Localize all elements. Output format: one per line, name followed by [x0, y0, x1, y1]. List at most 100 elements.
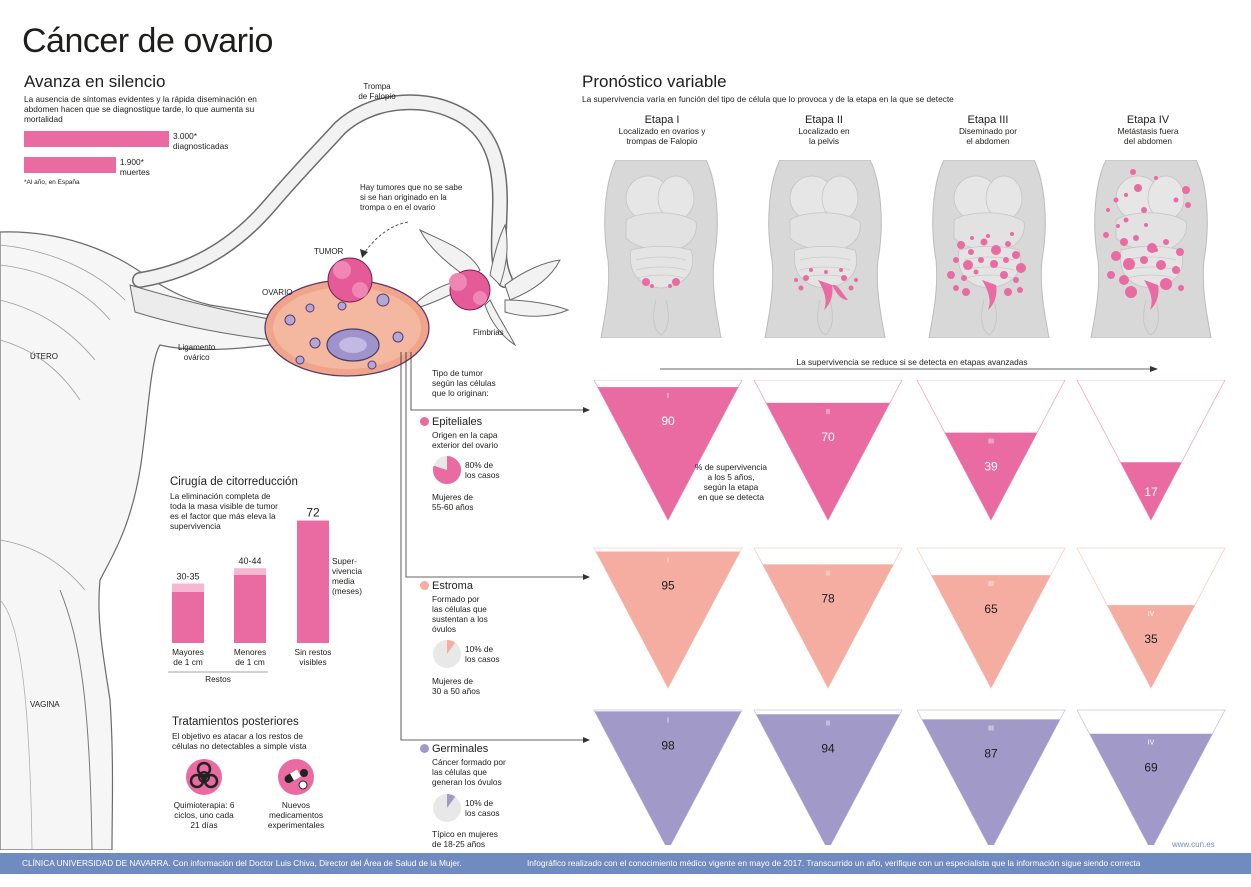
cirugia-bar [234, 575, 266, 643]
estroma-dot [420, 581, 429, 590]
stage-4-header: Etapa IV Metástasis fuera del abdomen [1084, 114, 1212, 146]
survival-value: 17 [1144, 485, 1158, 499]
type-estroma: Estroma [420, 580, 473, 592]
stage-roman: II [826, 409, 830, 416]
type-germinales: Germinales [420, 743, 488, 755]
pills-icon [278, 759, 314, 795]
survival-note-line: % de supervivencia [695, 462, 767, 472]
estroma-desc-line: óvulos [432, 624, 456, 634]
tratamientos-desc: El objetivo es atacar a los restos de cé… [172, 731, 307, 751]
website-link[interactable]: www.cun.es [1172, 840, 1215, 849]
survival-value: 65 [984, 602, 998, 616]
stage-4-title: Etapa IV [1126, 114, 1170, 126]
quimio-label-line: ciclos, uno cada [174, 810, 234, 820]
survival-value: 98 [661, 738, 675, 752]
survival-value: 39 [984, 460, 998, 474]
tumor-note-line: trompa o en el ovario [360, 203, 436, 212]
epiteliales-age-line: Mujeres de [432, 492, 474, 502]
estroma-pct-line: 10% de [465, 644, 494, 654]
cirugia-bar [172, 592, 204, 643]
tumor-note-line: si se han originado en la [360, 193, 447, 202]
estroma-name: Estroma [432, 580, 473, 592]
cirugia-desc: La eliminación completa de toda la masa … [170, 491, 310, 531]
estroma-desc: Formado por las células que sustentan a … [432, 594, 488, 634]
survival-triangle [762, 564, 894, 688]
estroma-pct: 10% de los casos [465, 644, 500, 664]
trompa-label: Trompa de Falopio [352, 82, 402, 102]
survival-value: 70 [821, 430, 835, 444]
quimio-label: Quimioterapia: 6 ciclos, uno cada 21 día… [164, 800, 244, 830]
muertes-label: muertes [119, 167, 150, 177]
epiteliales-age-line: 55-60 años [432, 502, 474, 512]
survival-triangle [595, 551, 741, 688]
stage-2-desc-line: la pelvis [809, 136, 839, 146]
cirugia-bar-value: 72 [306, 506, 320, 520]
anatomy-illustration [0, 94, 570, 850]
diagnosticadas-value: 3.000* [173, 131, 197, 141]
stage-roman: I [667, 393, 669, 400]
diagnosticadas-text: 3.000* diagnosticadas [173, 131, 228, 151]
stage-roman: IV [1148, 468, 1155, 475]
survival-value: 87 [984, 746, 998, 760]
stage-2-title: Etapa II [805, 114, 843, 126]
muertes-bar [24, 157, 116, 173]
germinales-pct-line: 10% de [465, 798, 494, 808]
epiteliales-pct: 80% de los casos [465, 460, 500, 480]
cirugia-bar-label: de 1 cm [235, 657, 265, 667]
survival-triangle [931, 575, 1051, 688]
stage-2-desc-line: Localizado en [798, 126, 850, 136]
survival-value: 90 [661, 414, 675, 428]
survival-triangle [597, 387, 739, 520]
silencio-desc-line: La ausencia de síntomas evidentes y la r… [24, 94, 257, 104]
epiteliales-desc-line: Origen en la capa [432, 430, 498, 440]
survival-triangle [594, 711, 742, 845]
restos-label: Restos [205, 674, 231, 684]
cirugia-ylabel-line: (meses) [332, 586, 362, 596]
footer-right: Infográfico realizado con el conocimient… [527, 858, 1141, 868]
stage-roman: IV [1148, 740, 1155, 747]
epiteliales-name: Epiteliales [432, 416, 483, 428]
stage-1-desc-line: trompas de Falopio [626, 136, 698, 146]
footnote: *Al año, en España [24, 179, 80, 186]
cirugia-heading: Cirugía de citorreducción [170, 476, 298, 488]
estroma-age-line: Mujeres de [432, 676, 474, 686]
silencio-desc-line: abdomen hacen que se diagnostique tarde,… [24, 104, 255, 114]
estroma-desc-line: Formado por [432, 594, 480, 604]
germinales-desc-line: las células que [432, 767, 487, 777]
cirugia-desc-line: es el factor que más eleva la [170, 511, 276, 521]
tipos-intro-line: que lo originan: [432, 388, 489, 398]
cirugia-ylabel: Super- vivencia media (meses) [332, 556, 362, 596]
medicamentos-label-line: medicamentos [269, 810, 323, 820]
ovario-label: OVARIO [262, 288, 293, 297]
germinales-desc: Cáncer formado por las células que gener… [432, 757, 506, 787]
cirugia-bar [297, 520, 329, 643]
stage-roman: III [988, 581, 994, 588]
footer-bar: CLÍNICA UNIVERSIDAD DE NAVARRA. Con info… [0, 853, 1251, 874]
survival-triangle [756, 714, 900, 845]
cirugia-bar-label: Sin restos [295, 647, 332, 657]
stage-roman: I [667, 717, 669, 724]
cirugia-bar-value: 30-35 [176, 572, 199, 582]
page-title: Cáncer de ovario [22, 22, 273, 60]
survival-note-line: en que se detecta [698, 492, 764, 502]
germinales-dot [420, 744, 429, 753]
stage-1-desc-line: Localizado en ovarios y [618, 126, 706, 136]
stage-roman: IV [1148, 611, 1155, 618]
survival-triangle [944, 432, 1038, 520]
stage-3-title: Etapa III [967, 114, 1009, 126]
stage-roman: III [988, 439, 994, 446]
stage-4-desc-line: del abdomen [1124, 136, 1172, 146]
cirugia-desc-line: La eliminación completa de [170, 491, 271, 501]
cirugia-bar-label: Menores [234, 647, 266, 657]
epiteliales-desc: Origen en la capa exterior del ovario [432, 430, 498, 450]
survival-triangle [1107, 605, 1195, 688]
fimbrias-label: Fimbrias [473, 328, 504, 337]
germinales-age-line: Típico en mujeres [432, 829, 498, 839]
cirugia-bar-label: visibles [299, 657, 326, 667]
estroma-desc-line: sustentan a los [432, 614, 488, 624]
survival-value: 95 [661, 579, 675, 593]
survival-triangle-outline [1076, 380, 1226, 521]
epiteliales-pct-line: los casos [465, 470, 500, 480]
germinales-pct: 10% de los casos [465, 798, 500, 818]
ligamento-label: Ligamento ovárico [178, 343, 215, 363]
